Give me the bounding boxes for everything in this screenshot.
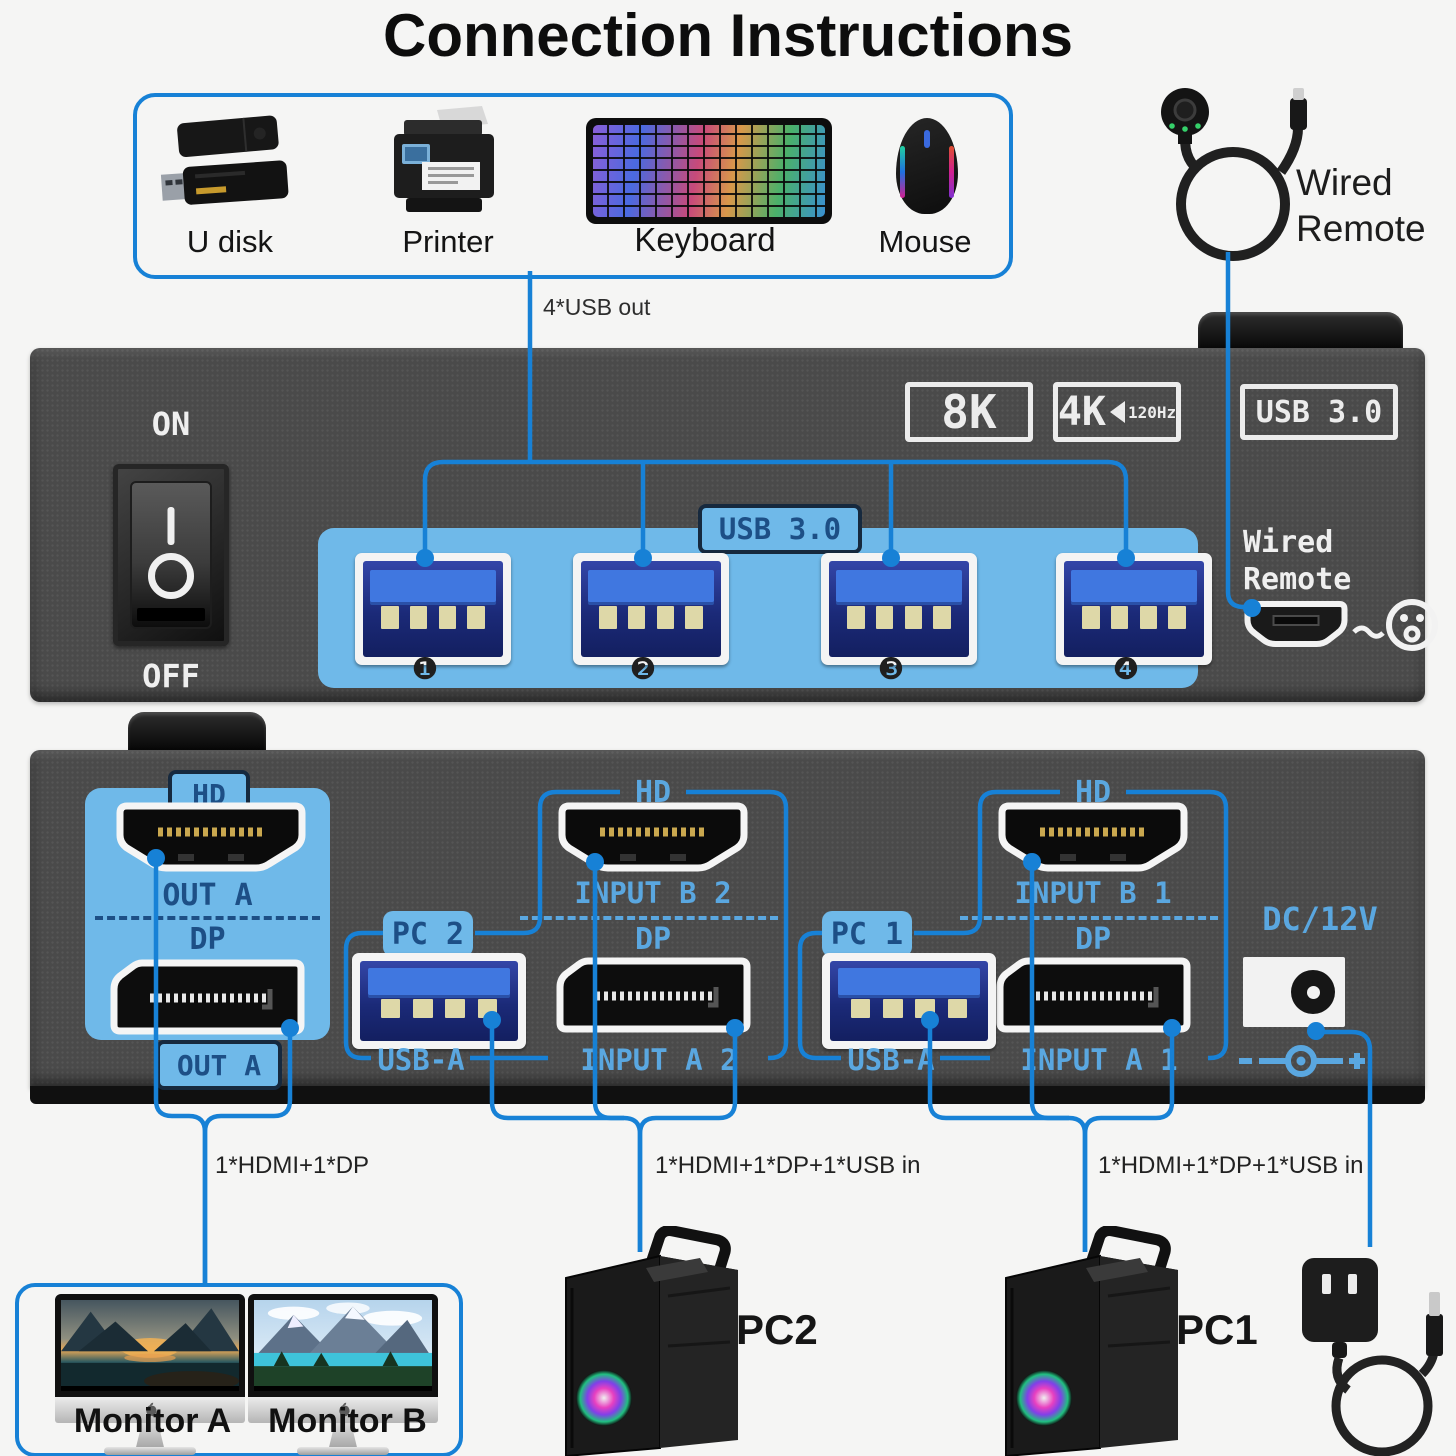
pc1-usb-label: USB-A <box>847 1043 935 1077</box>
peripherals-box <box>133 93 1013 279</box>
monitor-a-chin <box>55 1397 245 1423</box>
pc2-divider <box>520 916 778 920</box>
monitor-b-screen <box>254 1300 432 1386</box>
mouse-label: Mouse <box>878 224 972 259</box>
printer-icon <box>394 106 494 212</box>
micro-usb-port <box>1244 601 1348 647</box>
pc1-divider <box>960 916 1218 920</box>
monitor-b-chin <box>248 1397 438 1423</box>
pc2-badge: PC 2 <box>383 911 473 957</box>
monitor-b-label: Monitor B <box>268 1401 427 1440</box>
apple-logo-icon <box>339 1402 350 1417</box>
pc1-connection-label: 1*HDMI+1*DP+1*USB in <box>1098 1152 1364 1179</box>
pc1-dp-port <box>996 957 1191 1033</box>
pc2-usb-port <box>352 953 526 1049</box>
mouse-icon <box>896 118 958 214</box>
udisk-label: U disk <box>186 224 274 259</box>
power-adapter-icon <box>1302 1258 1443 1456</box>
dc-label: DC/12V <box>1262 900 1378 938</box>
pc2-label: PC2 <box>736 1306 818 1353</box>
usb-port-1-number: ❶ <box>411 652 439 686</box>
monitors-box <box>15 1283 463 1456</box>
pc2-dp-label: DP <box>634 921 672 957</box>
apple-logo-icon <box>146 1402 157 1417</box>
dp-out-port <box>110 959 305 1035</box>
pc2-connection-label: 1*HDMI+1*DP+1*USB in <box>655 1152 921 1179</box>
usb-port-1 <box>355 553 511 665</box>
wired-remote-label: Wired Remote <box>1296 162 1426 249</box>
pc2-usb-label: USB-A <box>377 1043 465 1077</box>
remote-glyph-icon <box>1352 599 1438 651</box>
dc-jack <box>1243 957 1345 1027</box>
usb-port-3 <box>821 553 977 665</box>
monitor-a-screen <box>61 1300 239 1391</box>
page-title: Connection Instructions <box>383 1 1073 69</box>
monitor-a <box>55 1294 245 1455</box>
badge-4k-sub: 120Hz <box>1128 402 1177 422</box>
usb-port-2-number: ❷ <box>629 652 657 686</box>
out-a-label: OUT A <box>162 877 253 913</box>
pc1-label: PC1 <box>1176 1306 1258 1353</box>
badge-4k-text: 4K <box>1057 389 1106 435</box>
pc2-input-b-label: INPUT B 2 <box>574 876 732 910</box>
top-panel-knob <box>1198 312 1403 352</box>
power-off-label: OFF <box>142 657 200 695</box>
remote-port-label: Wired Remote <box>1243 525 1352 597</box>
pc1-dp-label: DP <box>1074 921 1112 957</box>
power-on-label: ON <box>151 405 191 443</box>
hdmi-out-port <box>116 802 306 872</box>
pc2-dp-port <box>556 957 751 1033</box>
pc1-input-a-label: INPUT A 1 <box>1020 1043 1178 1077</box>
pc1-hdmi-port <box>998 802 1188 872</box>
printer-label: Printer <box>402 224 494 259</box>
pc1-input-b-label: INPUT B 1 <box>1014 876 1172 910</box>
udisk-icon <box>160 115 289 205</box>
usb-hub-badge: USB 3.0 <box>698 504 862 554</box>
usb-port-4-number: ❹ <box>1112 652 1140 686</box>
dc-polarity-icon <box>1239 1045 1365 1077</box>
monitors-connection-label: 1*HDMI+1*DP <box>215 1152 370 1179</box>
monitor-a-label: Monitor A <box>73 1401 232 1440</box>
dp-out-label: DP <box>189 921 226 957</box>
power-switch <box>113 464 229 646</box>
chevron-icon <box>1110 401 1125 423</box>
keyboard-icon <box>586 118 832 224</box>
usb-port-2 <box>573 553 729 665</box>
pc1-badge: PC 1 <box>822 911 912 957</box>
usb-out-label: 4*USB out <box>543 294 651 320</box>
pc1-usb-port <box>822 953 996 1049</box>
out-a-bottom-badge: OUT A <box>156 1040 282 1090</box>
usb-port-3-number: ❸ <box>877 652 905 686</box>
badge-4k: 4K 120Hz <box>1053 382 1181 442</box>
pc2-input-a-label: INPUT A 2 <box>580 1043 738 1077</box>
bottom-panel-knob <box>128 712 266 752</box>
badge-8k: 8K <box>905 382 1033 442</box>
out-zone-divider <box>95 916 320 920</box>
pc2-hdmi-port <box>558 802 748 872</box>
monitor-b <box>248 1294 438 1455</box>
badge-usb30: USB 3.0 <box>1240 384 1398 440</box>
usb-port-4 <box>1056 553 1212 665</box>
keyboard-label: Keyboard <box>634 221 776 258</box>
